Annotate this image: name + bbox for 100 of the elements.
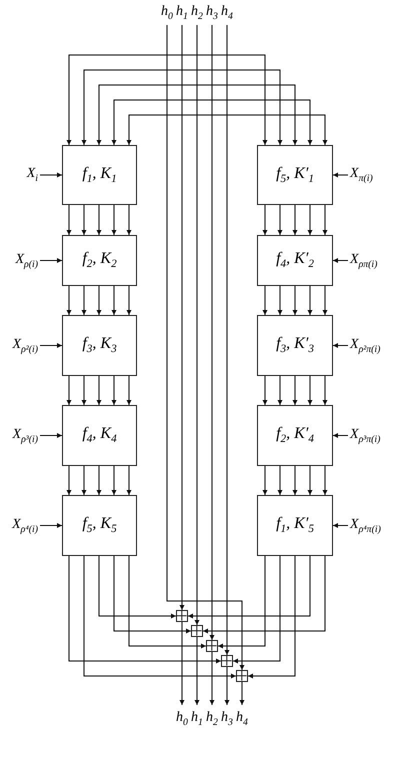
arrow (98, 556, 176, 618)
chaining-value-label: h$_{1}$ (188, 708, 206, 730)
arrow (202, 556, 326, 634)
adder-box (236, 670, 248, 682)
round-function-box: f$_{5}$, K$_{5}$ (62, 495, 137, 556)
round-function-box: f$_{2}$, K$_{2}$ (62, 235, 137, 286)
arrow (332, 433, 348, 438)
arrow (308, 376, 312, 406)
arrow (126, 376, 132, 406)
arrow (332, 523, 348, 528)
arrow (322, 376, 328, 406)
arrow (82, 286, 86, 316)
arrow (112, 376, 116, 406)
message-word-label: X$_{i}$ (0, 163, 38, 187)
arrow (112, 466, 116, 496)
arrow (180, 622, 184, 706)
arrow (96, 204, 102, 236)
arrow (128, 556, 206, 648)
arrow (68, 556, 222, 664)
arrow (292, 466, 298, 496)
arrow (218, 556, 266, 648)
arrow (262, 466, 268, 496)
message-word-label: X$_{ρ(i)}$ (0, 248, 38, 272)
chaining-value-label: h$_{0}$ (173, 708, 191, 730)
chaining-value-label: h$_{4}$ (233, 708, 251, 730)
arrow (112, 204, 116, 236)
arrow (40, 172, 62, 178)
arrow (66, 204, 72, 236)
arrow (308, 204, 312, 236)
message-word-label: X$_{ρ³π(i)}$ (350, 424, 400, 448)
round-function-box: f$_{1}$, K$_{1}$ (62, 145, 137, 205)
arrow (308, 466, 312, 496)
arrow (40, 258, 62, 263)
message-word-label: X$_{ρ³(i)}$ (0, 424, 38, 448)
arrow (126, 204, 132, 236)
chaining-value-label: h$_{4}$ (218, 2, 236, 24)
round-function-box: f$_{4}$, K′$_{2}$ (257, 235, 333, 286)
arrow (262, 286, 268, 316)
arrow (332, 343, 348, 348)
arrow (194, 636, 200, 706)
arrow (224, 24, 230, 656)
chaining-value-label: h$_{0}$ (158, 2, 176, 24)
arrow (40, 523, 62, 528)
message-word-label: X$_{ρ⁴(i)}$ (0, 514, 38, 538)
arrow (210, 652, 214, 706)
arrow (332, 258, 348, 263)
arrow (322, 204, 328, 236)
arrow (224, 666, 230, 706)
arrow (96, 376, 102, 406)
adder-box (221, 655, 233, 667)
round-function-box: f$_{3}$, K$_{3}$ (62, 315, 137, 376)
arrow (210, 24, 214, 640)
message-word-label: X$_{π(i)}$ (350, 163, 400, 187)
chaining-value-label: h$_{1}$ (173, 2, 191, 24)
arrow (126, 466, 132, 496)
arrow (40, 343, 62, 348)
arrow (96, 466, 102, 496)
round-function-box: f$_{3}$, K′$_{3}$ (257, 315, 333, 376)
arrow (82, 376, 86, 406)
arrow (166, 24, 244, 670)
arrow (308, 286, 312, 316)
arrow (40, 433, 62, 438)
round-function-box: f$_{2}$, K′$_{4}$ (257, 405, 333, 466)
chaining-value-label: h$_{2}$ (188, 2, 206, 24)
message-word-label: X$_{ρ⁴π(i)}$ (350, 514, 400, 538)
arrow (292, 376, 298, 406)
chaining-value-label: h$_{3}$ (203, 2, 221, 24)
arrow (66, 376, 72, 406)
arrow (322, 286, 328, 316)
arrow (248, 556, 296, 678)
round-function-box: f$_{5}$, K′$_{1}$ (257, 145, 333, 205)
round-function-box: f$_{1}$, K′$_{5}$ (257, 495, 333, 556)
arrow (262, 376, 268, 406)
arrow (332, 172, 348, 178)
round-function-box: f$_{4}$, K$_{4}$ (62, 405, 137, 466)
adder-box (206, 640, 218, 652)
chaining-value-label: h$_{2}$ (203, 708, 221, 730)
arrow (240, 682, 244, 706)
arrow (84, 556, 236, 678)
arrow (82, 204, 86, 236)
arrow (278, 376, 282, 406)
arrow (278, 466, 282, 496)
arrow (96, 286, 102, 316)
arrow (180, 24, 184, 610)
arrow (112, 286, 116, 316)
arrow (278, 204, 282, 236)
arrow (188, 556, 310, 618)
arrow (66, 466, 72, 496)
chaining-value-label: h$_{3}$ (218, 708, 236, 730)
arrow (292, 286, 298, 316)
arrow (126, 286, 132, 316)
arrow (114, 556, 192, 634)
message-word-label: X$_{ρπ(i)}$ (350, 248, 400, 272)
arrow (278, 286, 282, 316)
arrow (322, 466, 328, 496)
message-word-label: X$_{ρ²(i)}$ (0, 334, 38, 358)
adder-box (176, 610, 188, 622)
arrow (292, 204, 298, 236)
arrow (232, 556, 280, 664)
arrow (262, 204, 268, 236)
